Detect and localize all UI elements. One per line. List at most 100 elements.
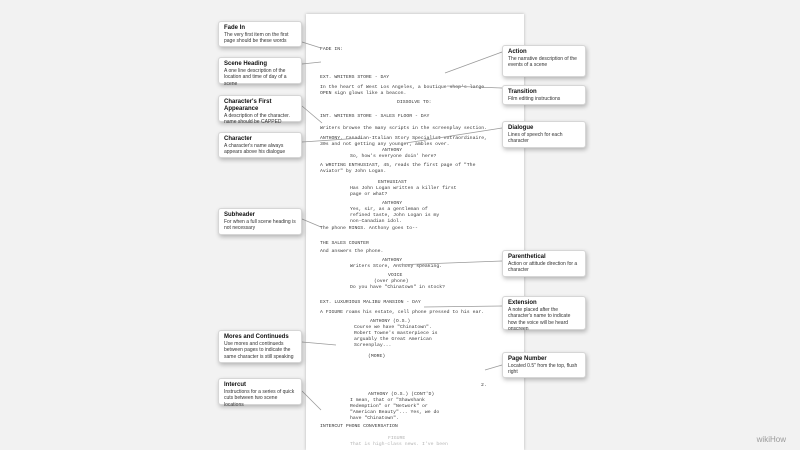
script-line: In the heart of West Los Angeles, a bout…	[320, 85, 485, 90]
script-line: OPEN sign glows like a beacon.	[320, 91, 407, 96]
leader-line	[301, 390, 322, 411]
script-line: And answers the phone.	[320, 249, 384, 254]
script-line: Redemption" or "Network" or	[350, 404, 428, 409]
script-line: Screenplay...	[354, 343, 392, 348]
leader-line	[446, 85, 503, 89]
callout-description: Lines of speech for each character	[508, 132, 563, 145]
leader-line	[301, 218, 322, 228]
watermark: wikiHow	[756, 435, 786, 444]
script-line: INTERCUT PHONE CONVERSATION	[320, 424, 398, 429]
callout-title: Intercut	[224, 382, 247, 388]
callout-description: A description of the character. name sho…	[224, 113, 290, 126]
script-line: That is high-class news. I've been	[350, 442, 448, 447]
script-line: arguably the Great American	[354, 337, 432, 342]
script-line: So, how's everyone doin' here?	[350, 154, 437, 159]
leader-line	[301, 105, 323, 124]
script-line: Robert Towne's masterpiece is	[354, 331, 438, 336]
callout-description: A note placed after the character's name…	[508, 307, 571, 333]
callout-title: Page Number	[508, 356, 547, 362]
script-line: ANTHONY, Canadian-Italian Story Speciali…	[320, 136, 487, 141]
script-line: Has John Logan written a killer first	[350, 186, 457, 191]
script-line: ENTHUSIAST	[378, 180, 407, 185]
script-line: Course we have "Chinatown".	[354, 325, 432, 330]
callout-title: Mores and Continueds	[224, 334, 289, 340]
script-line: FADE IN:	[320, 47, 344, 52]
leader-line	[405, 127, 503, 144]
leader-line	[484, 364, 503, 371]
script-line: FIGURE	[388, 436, 406, 441]
leader-line	[394, 260, 503, 266]
script-line: Aviator" by John Logan.	[320, 169, 387, 174]
script-line: The phone RINGS. Anthony goes to--	[320, 226, 418, 231]
script-line: A WRITING ENTHUSIAST, 45, reads the firs…	[320, 163, 476, 168]
callout-title: Subheader	[224, 212, 256, 218]
callout-description: The very first item on the first page sh…	[224, 32, 289, 45]
script-line: A FIGURE roams his estate, cell phone pr…	[320, 310, 485, 315]
script-line: refined taste, John Logan is my	[350, 213, 440, 218]
callout-description: A character's name always appears above …	[224, 143, 286, 156]
callout-title: Fade In	[224, 25, 246, 31]
callout-description: Instructions for a series of quick cuts …	[224, 389, 295, 408]
leader-line	[423, 305, 503, 308]
callout-description: The narrative description of the events …	[508, 56, 577, 69]
script-line: VOICE	[388, 273, 403, 278]
script-line: Yes, sir, as a gentleman of	[350, 207, 428, 212]
script-line: Writers Store, Anthony speaking.	[350, 264, 443, 269]
script-line: EXT. LUXURIOUS MALIBU MANSION - DAY	[320, 300, 421, 305]
leader-line	[301, 41, 322, 49]
leader-line	[301, 341, 337, 346]
script-line: ANTHONY	[382, 201, 403, 206]
callout-description: Action or attitude direction for a chara…	[508, 261, 578, 274]
script-line: EXT. WRITERS STORE - DAY	[320, 75, 390, 80]
leader-line	[444, 51, 503, 74]
leader-line	[301, 137, 363, 143]
leader-line	[301, 61, 322, 65]
script-line: (MORE)	[368, 354, 386, 359]
script-line: ANTHONY	[382, 258, 403, 263]
callout-title: Character's First Appearance	[224, 99, 272, 112]
script-line: INT. WRITERS STORE - SALES FLOOR - DAY	[320, 114, 430, 119]
script-line: I mean, that or "Shawshank	[350, 398, 425, 403]
script-line: non-Canadian idol.	[350, 219, 402, 224]
callout-description: A one line description of the location a…	[224, 68, 287, 87]
script-line: "American Beauty"... Yes, we do	[350, 410, 440, 415]
callout-title: Parenthetical	[508, 254, 546, 260]
callout-title: Dialogue	[508, 125, 534, 131]
callout-title: Scene Heading	[224, 61, 268, 67]
script-line: Do you have "Chinatown" in stock?	[350, 285, 445, 290]
script-line: 2.	[481, 383, 487, 388]
callout-title: Character	[224, 136, 253, 142]
script-line: 30s and not getting any younger, ambles …	[320, 142, 450, 147]
script-line: DISSOLVE TO:	[397, 100, 432, 105]
callout-title: Action	[508, 49, 527, 55]
callout-description: Use mores and continueds between pages t…	[224, 341, 294, 360]
script-line: ANTHONY (O.S.)	[370, 319, 411, 324]
callout-description: For when a full scene heading is not nec…	[224, 219, 296, 232]
screenplay-page: FADE IN: EXT. WRITERS STORE - DAY In the h…	[306, 14, 524, 450]
callout-title: Extension	[508, 300, 537, 306]
script-line: Writers browse the many scripts in the s…	[320, 126, 487, 131]
script-line: page or what?	[350, 192, 388, 197]
callout-description: Film editing instructions	[508, 96, 561, 102]
callout-description: Located 0.5" from the top, flush right	[508, 363, 578, 376]
script-line: THE SALES COUNTER	[320, 241, 369, 246]
script-line: ANTHONY	[382, 148, 403, 153]
script-line: have "Chinatown".	[350, 416, 399, 421]
script-line: (over phone)	[374, 279, 409, 284]
script-line: ANTHONY (O.S.) (CONT'D)	[368, 392, 435, 397]
